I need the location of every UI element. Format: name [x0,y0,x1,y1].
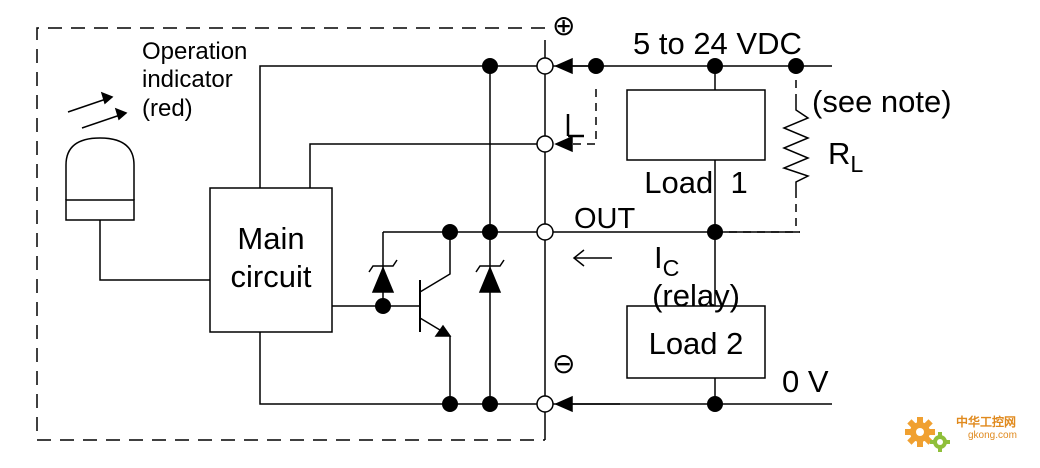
wire-main-to-relay-terminal [309,143,545,188]
sensor-housing-border [36,27,545,441]
resistor-rl [781,96,810,190]
main-circuit-line-1: Main [237,221,305,256]
light-emission-arrows [67,91,128,129]
load1-line-2: (relay) [652,278,740,314]
load1-line-1: Load 1 [644,164,748,200]
zener-diode-2 [475,259,505,293]
operation-indicator-line-1: Operation [142,38,248,65]
plus-terminal-symbol: ⊕ [552,9,576,42]
watermark-logo: 中华工控网 gkong.com [904,408,1034,460]
watermark-text: 中华工控网 [956,415,1017,429]
junction-dots [375,58,804,412]
operation-indicator-line-2: indicator [142,66,233,94]
terminal-ground [536,395,554,413]
ic-label: IC [654,242,679,280]
wire-main-to-ground [259,332,545,405]
wire-main-to-supply [259,65,545,188]
operation-indicator-line-3: (red) [142,94,193,122]
operation-indicator-label: Operation indicator (red) [142,38,247,123]
main-circuit-box [209,187,333,333]
main-circuit-label: Main circuit [213,220,329,296]
rl-main: R [828,136,851,171]
supply-voltage-label: 5 to 24 VDC [633,26,802,61]
led-indicator [65,137,210,281]
relay-contact-mark [566,114,584,138]
see-note-label: (see note) [812,84,952,119]
load2-label: Load 2 [648,326,744,361]
terminal-arrows [554,57,620,413]
watermark-url: gkong.com [968,430,1017,441]
load1-label: Load 1 (relay) [630,88,762,353]
terminal-out [536,223,554,241]
load1-box [626,89,766,161]
terminal-supply [536,57,554,75]
zero-v-label: 0 V [782,364,829,399]
load2-box [626,305,766,379]
rl-label: RL [828,138,863,176]
out-label: OUT [574,203,636,235]
rl-subscript: L [850,151,864,178]
ic-main: I [654,240,663,275]
npn-transistor [419,232,452,404]
terminal-relay [536,135,554,153]
zener-diode-1 [368,232,398,306]
ic-subscript: C [662,255,680,282]
main-circuit-line-2: circuit [230,258,312,294]
current-arrow [572,249,612,267]
gear-icon [905,417,950,452]
minus-terminal-symbol: ⊖ [552,347,576,380]
